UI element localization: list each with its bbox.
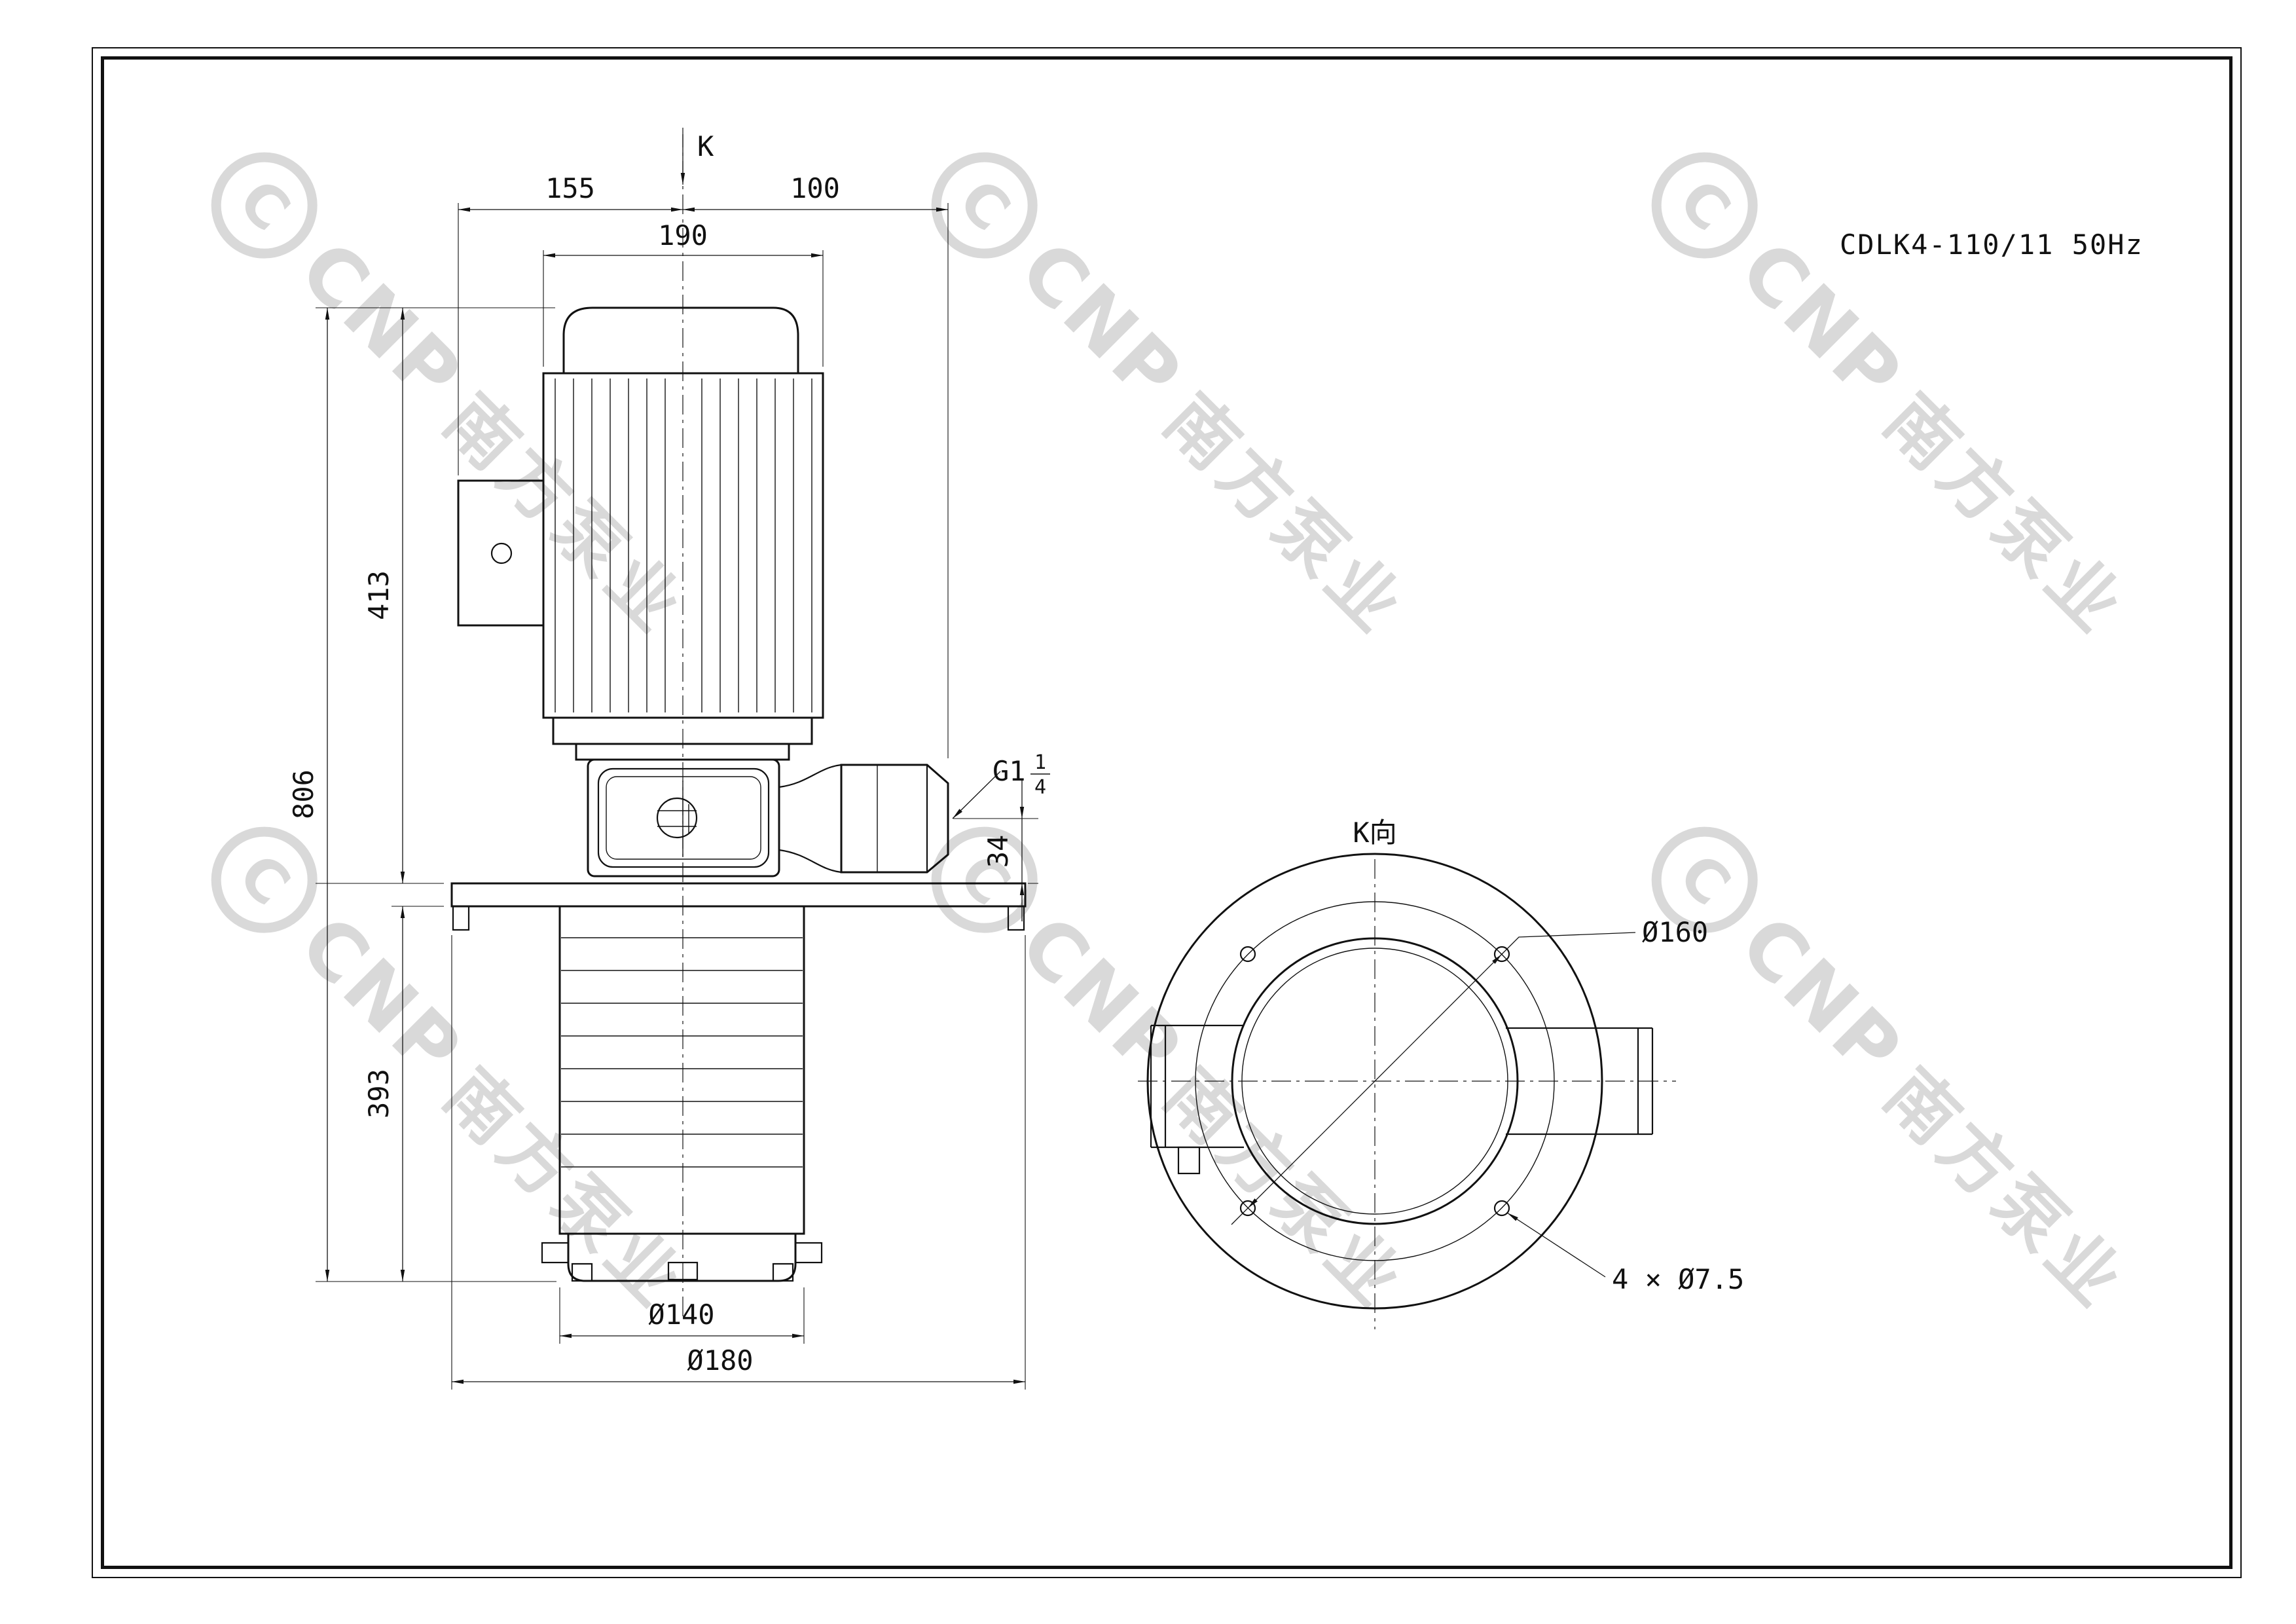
bolt-hole: [1493, 1200, 1510, 1217]
dim-413: 413: [363, 570, 395, 620]
pump-barrel: [558, 905, 805, 1235]
coupling-window-inner: [606, 776, 761, 860]
drain-plug: [667, 1261, 699, 1281]
front-view: [450, 128, 1027, 1316]
thread-leader: [952, 771, 1001, 819]
dim-dia140: Ø140: [648, 1299, 714, 1331]
port-left-plug: [1177, 1146, 1201, 1175]
thread-fraction-num: 1: [1034, 751, 1046, 774]
bore-inner-circle: [1241, 948, 1508, 1215]
dim-dia180: Ø180: [687, 1344, 753, 1376]
k-view-label: K向: [1353, 817, 1396, 849]
port-right: [1506, 1027, 1654, 1135]
dim-dia160: Ø160: [1642, 916, 1708, 948]
extension-lines: [316, 203, 1038, 1390]
dim-line-160: [1247, 953, 1503, 1209]
lantern-housing: [587, 758, 780, 877]
dim-806: 806: [287, 769, 319, 819]
thread-label: G1: [993, 755, 1026, 787]
threaded-port-boss: [840, 764, 949, 874]
flange-outer-circle: [1146, 853, 1603, 1310]
sheet-border: [92, 47, 2242, 1578]
top-view: K向 Ø160 4 × Ø7.5: [1138, 817, 1744, 1329]
base-plate: [450, 882, 1027, 908]
side-tab-right: [794, 1242, 823, 1264]
front-view-dimensions: K 155 100 190 413 393 806 34: [287, 130, 1050, 1390]
suction-chamber: [567, 1232, 797, 1282]
drawing-title: CDLK4-110/11 50Hz: [1840, 229, 2143, 261]
motor-cap: [562, 306, 799, 375]
stage-lines: [561, 937, 803, 1168]
coupling-window: [597, 767, 770, 868]
motor-fins: [555, 378, 812, 712]
dim-100: 100: [790, 172, 840, 204]
port-left: [1150, 1024, 1244, 1149]
bore-circle: [1231, 937, 1519, 1225]
dim-160-leader: [1231, 932, 1636, 1225]
side-tab-left: [541, 1242, 570, 1264]
dim-34: 34: [982, 835, 1014, 868]
k-label: K: [697, 130, 714, 162]
holes-leader: [1506, 1212, 1606, 1278]
terminal-box: [457, 479, 545, 627]
discharge-elbow: [778, 764, 843, 874]
thread-fraction-den: 4: [1034, 776, 1046, 799]
foot-right: [772, 1263, 794, 1282]
foot-left: [571, 1263, 593, 1282]
dim-bolt-holes: 4 × Ø7.5: [1612, 1263, 1744, 1295]
base-plate-feet: [452, 906, 1025, 931]
sheet-border-inner: [101, 56, 2232, 1569]
cable-gland: [490, 542, 513, 564]
bolt-circle: [1195, 901, 1555, 1261]
shaft-coupling: [656, 797, 698, 839]
dim-393: 393: [363, 1069, 395, 1118]
coupling-clamp-detail: [657, 804, 697, 833]
dim-155: 155: [545, 172, 595, 204]
dim-190: 190: [658, 219, 708, 251]
